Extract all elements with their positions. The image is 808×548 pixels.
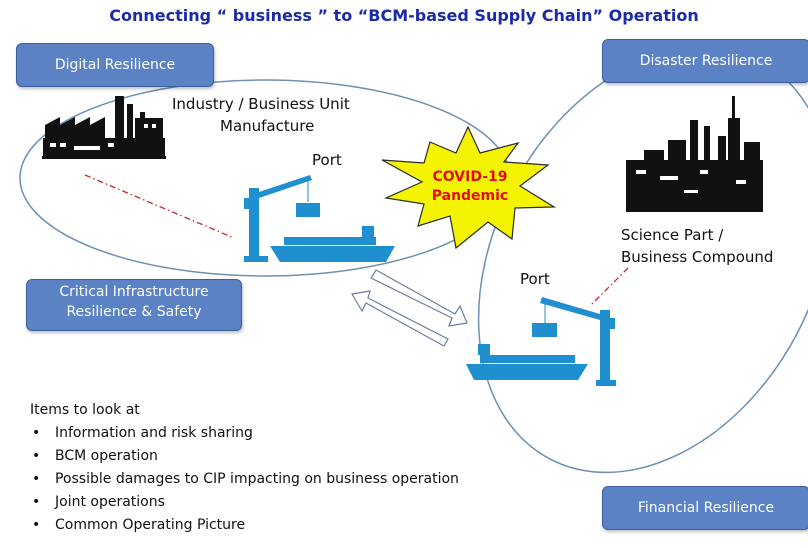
critical-infrastructure-tag: Critical Infrastructure Resilience & Saf…: [26, 279, 242, 331]
double-arrow: [351, 269, 468, 347]
factory-icon: [42, 96, 166, 159]
port-right-label: Port: [520, 270, 550, 288]
science-port-connector: [589, 267, 629, 307]
list-item: BCM operation: [30, 445, 459, 468]
page-title: Connecting “ business ” to “BCM-based Su…: [109, 6, 699, 25]
financial-resilience-tag: Financial Resilience: [602, 486, 808, 530]
items-list: Items to look at Information and risk sh…: [30, 402, 459, 537]
items-heading: Items to look at: [30, 402, 140, 418]
digital-resilience-tag: Digital Resilience: [16, 43, 214, 87]
disaster-resilience-tag: Disaster Resilience: [602, 39, 808, 83]
covid-burst: [381, 125, 557, 250]
industry-label-line1: Industry / Business Unit: [172, 95, 350, 113]
list-item: Common Operating Picture: [30, 514, 459, 537]
critical-infrastructure-line2: Resilience & Safety: [66, 304, 202, 320]
critical-infrastructure-line1: Critical Infrastructure: [59, 284, 209, 300]
science-label-line2: Business Compound: [621, 248, 774, 266]
list-item: Joint operations: [30, 491, 459, 514]
port-left-label: Port: [312, 151, 342, 169]
list-item: Possible damages to CIP impacting on bus…: [30, 468, 459, 491]
port-crane-icon: [532, 297, 616, 386]
cargo-ship-icon: [466, 344, 588, 380]
port-crane-icon: [244, 175, 320, 262]
burst-line1: COVID-19: [432, 169, 507, 185]
refinery-icon: [626, 96, 763, 212]
list-item: Information and risk sharing: [30, 422, 459, 445]
burst-line2: Pandemic: [432, 188, 509, 204]
factory-port-connector: [84, 174, 235, 239]
cargo-ship-icon: [270, 226, 395, 262]
science-label-line1: Science Part /: [621, 226, 724, 244]
industry-label-line2: Manufacture: [220, 117, 315, 135]
